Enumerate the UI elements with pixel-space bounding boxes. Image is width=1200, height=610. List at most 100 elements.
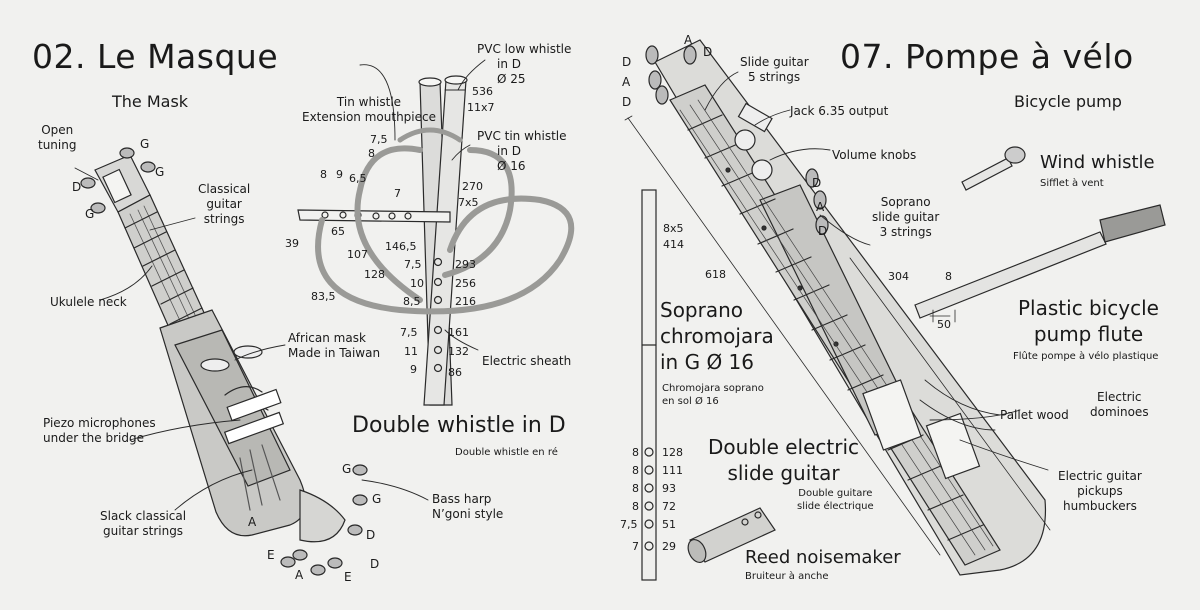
hs-a3: A bbox=[816, 200, 825, 214]
fing-128: 128 bbox=[662, 446, 683, 459]
mask-leader-lines bbox=[74, 167, 429, 511]
double-whistle-drawing bbox=[297, 75, 575, 406]
hs-d1: D bbox=[622, 55, 632, 69]
hs-d2: D bbox=[622, 95, 632, 109]
pump-leader-lines bbox=[704, 71, 1049, 471]
bottom-a1: A bbox=[248, 515, 257, 529]
dim-7-5b: 7,5 bbox=[404, 258, 422, 271]
dim-86: 86 bbox=[448, 366, 462, 379]
hs-a2: A bbox=[684, 33, 693, 47]
bicycle-pump-drawing bbox=[914, 204, 1166, 323]
dim-39: 39 bbox=[285, 237, 299, 250]
dim-216: 216 bbox=[455, 295, 476, 308]
dim-7: 7 bbox=[394, 187, 401, 200]
dim-11x7: 11x7 bbox=[467, 101, 495, 114]
chromojara-drawing bbox=[641, 189, 657, 581]
dim-8-5: 8,5 bbox=[403, 295, 421, 308]
reed-heading: Reed noisemaker bbox=[745, 547, 901, 568]
fing-7: 7 bbox=[632, 540, 639, 553]
pvc-low-whistle-label: PVC low whistle in D Ø 25 bbox=[477, 42, 572, 86]
dim-11: 11 bbox=[404, 345, 418, 358]
bottom-g1: G bbox=[342, 462, 352, 476]
dim-10: 10 bbox=[410, 277, 424, 290]
hs-d3: D bbox=[703, 45, 713, 59]
bottom-g2: G bbox=[372, 492, 382, 506]
hs-d5: D bbox=[818, 224, 828, 238]
dim-161: 161 bbox=[448, 326, 469, 339]
tuning-g3: G bbox=[85, 207, 95, 221]
left-subtitle: The Mask bbox=[112, 92, 189, 111]
jack-label: Jack 6.35 output bbox=[790, 104, 889, 118]
fing-8c: 8 bbox=[632, 482, 639, 495]
slide-guitar-drawing bbox=[624, 39, 1051, 576]
dim-65: 65 bbox=[331, 225, 345, 238]
double-whistle-heading: Double whistle in D bbox=[352, 413, 566, 438]
whistle-leader-lines bbox=[359, 59, 486, 351]
dim-414: 414 bbox=[663, 238, 684, 251]
dim-7-5c: 7,5 bbox=[400, 326, 418, 339]
fing-8d: 8 bbox=[632, 500, 639, 513]
dim-8b: 8 bbox=[320, 168, 327, 181]
fing-8a: 8 bbox=[632, 446, 639, 459]
dim-536: 536 bbox=[472, 85, 493, 98]
volume-knobs-label: Volume knobs bbox=[832, 148, 917, 162]
right-subtitle: Bicycle pump bbox=[1014, 92, 1122, 111]
dim-132: 132 bbox=[448, 345, 469, 358]
bottom-e2: E bbox=[344, 570, 352, 584]
reed-noisemaker-drawing bbox=[687, 507, 776, 563]
dim-618: 618 bbox=[705, 268, 726, 281]
left-title: 02. Le Masque bbox=[32, 37, 279, 76]
tuning-g2: G bbox=[155, 165, 165, 179]
dim-128: 128 bbox=[364, 268, 385, 281]
bottom-e1: E bbox=[267, 548, 275, 562]
reed-fr: Bruiteur à anche bbox=[745, 571, 829, 582]
dim-9: 9 bbox=[336, 168, 343, 181]
dim-107: 107 bbox=[347, 248, 368, 261]
dim-7-5a: 7,5 bbox=[370, 133, 388, 146]
electric-sheath-label: Electric sheath bbox=[482, 354, 572, 368]
wind-whistle-fr: Sifflet à vent bbox=[1040, 178, 1104, 189]
dim-8x5: 8x5 bbox=[663, 222, 684, 235]
dim-304: 304 bbox=[888, 270, 909, 283]
wind-whistle-drawing bbox=[961, 146, 1026, 191]
bottom-a2: A bbox=[295, 568, 304, 582]
dim-9b: 9 bbox=[410, 363, 417, 376]
fing-29: 29 bbox=[662, 540, 676, 553]
dim-7x5: 7x5 bbox=[458, 196, 479, 209]
ukulele-neck-label: Ukulele neck bbox=[50, 295, 127, 309]
fing-72: 72 bbox=[662, 500, 676, 513]
dim-293: 293 bbox=[455, 258, 476, 271]
bottom-d2: D bbox=[370, 557, 380, 571]
mask-instrument-drawing bbox=[80, 147, 368, 576]
fing-93: 93 bbox=[662, 482, 676, 495]
right-title: 07. Pompe à vélo bbox=[840, 37, 1134, 76]
dim-146-5: 146,5 bbox=[385, 240, 417, 253]
hs-a1: A bbox=[622, 75, 631, 89]
hs-d4: D bbox=[812, 176, 822, 190]
fing-51: 51 bbox=[662, 518, 676, 531]
dim-8-pump: 8 bbox=[945, 270, 952, 283]
dim-6-5: 6,5 bbox=[349, 172, 367, 185]
dim-8a: 8 bbox=[368, 147, 375, 160]
double-whistle-fr: Double whistle en ré bbox=[455, 447, 558, 458]
tuning-d: D bbox=[72, 180, 82, 194]
dim-50: 50 bbox=[937, 318, 951, 331]
wind-whistle-label: Wind whistle bbox=[1040, 152, 1155, 173]
pallet-wood-label: Pallet wood bbox=[1000, 408, 1069, 422]
pvc-tin-whistle-label: PVC tin whistle in D Ø 16 bbox=[477, 129, 567, 173]
